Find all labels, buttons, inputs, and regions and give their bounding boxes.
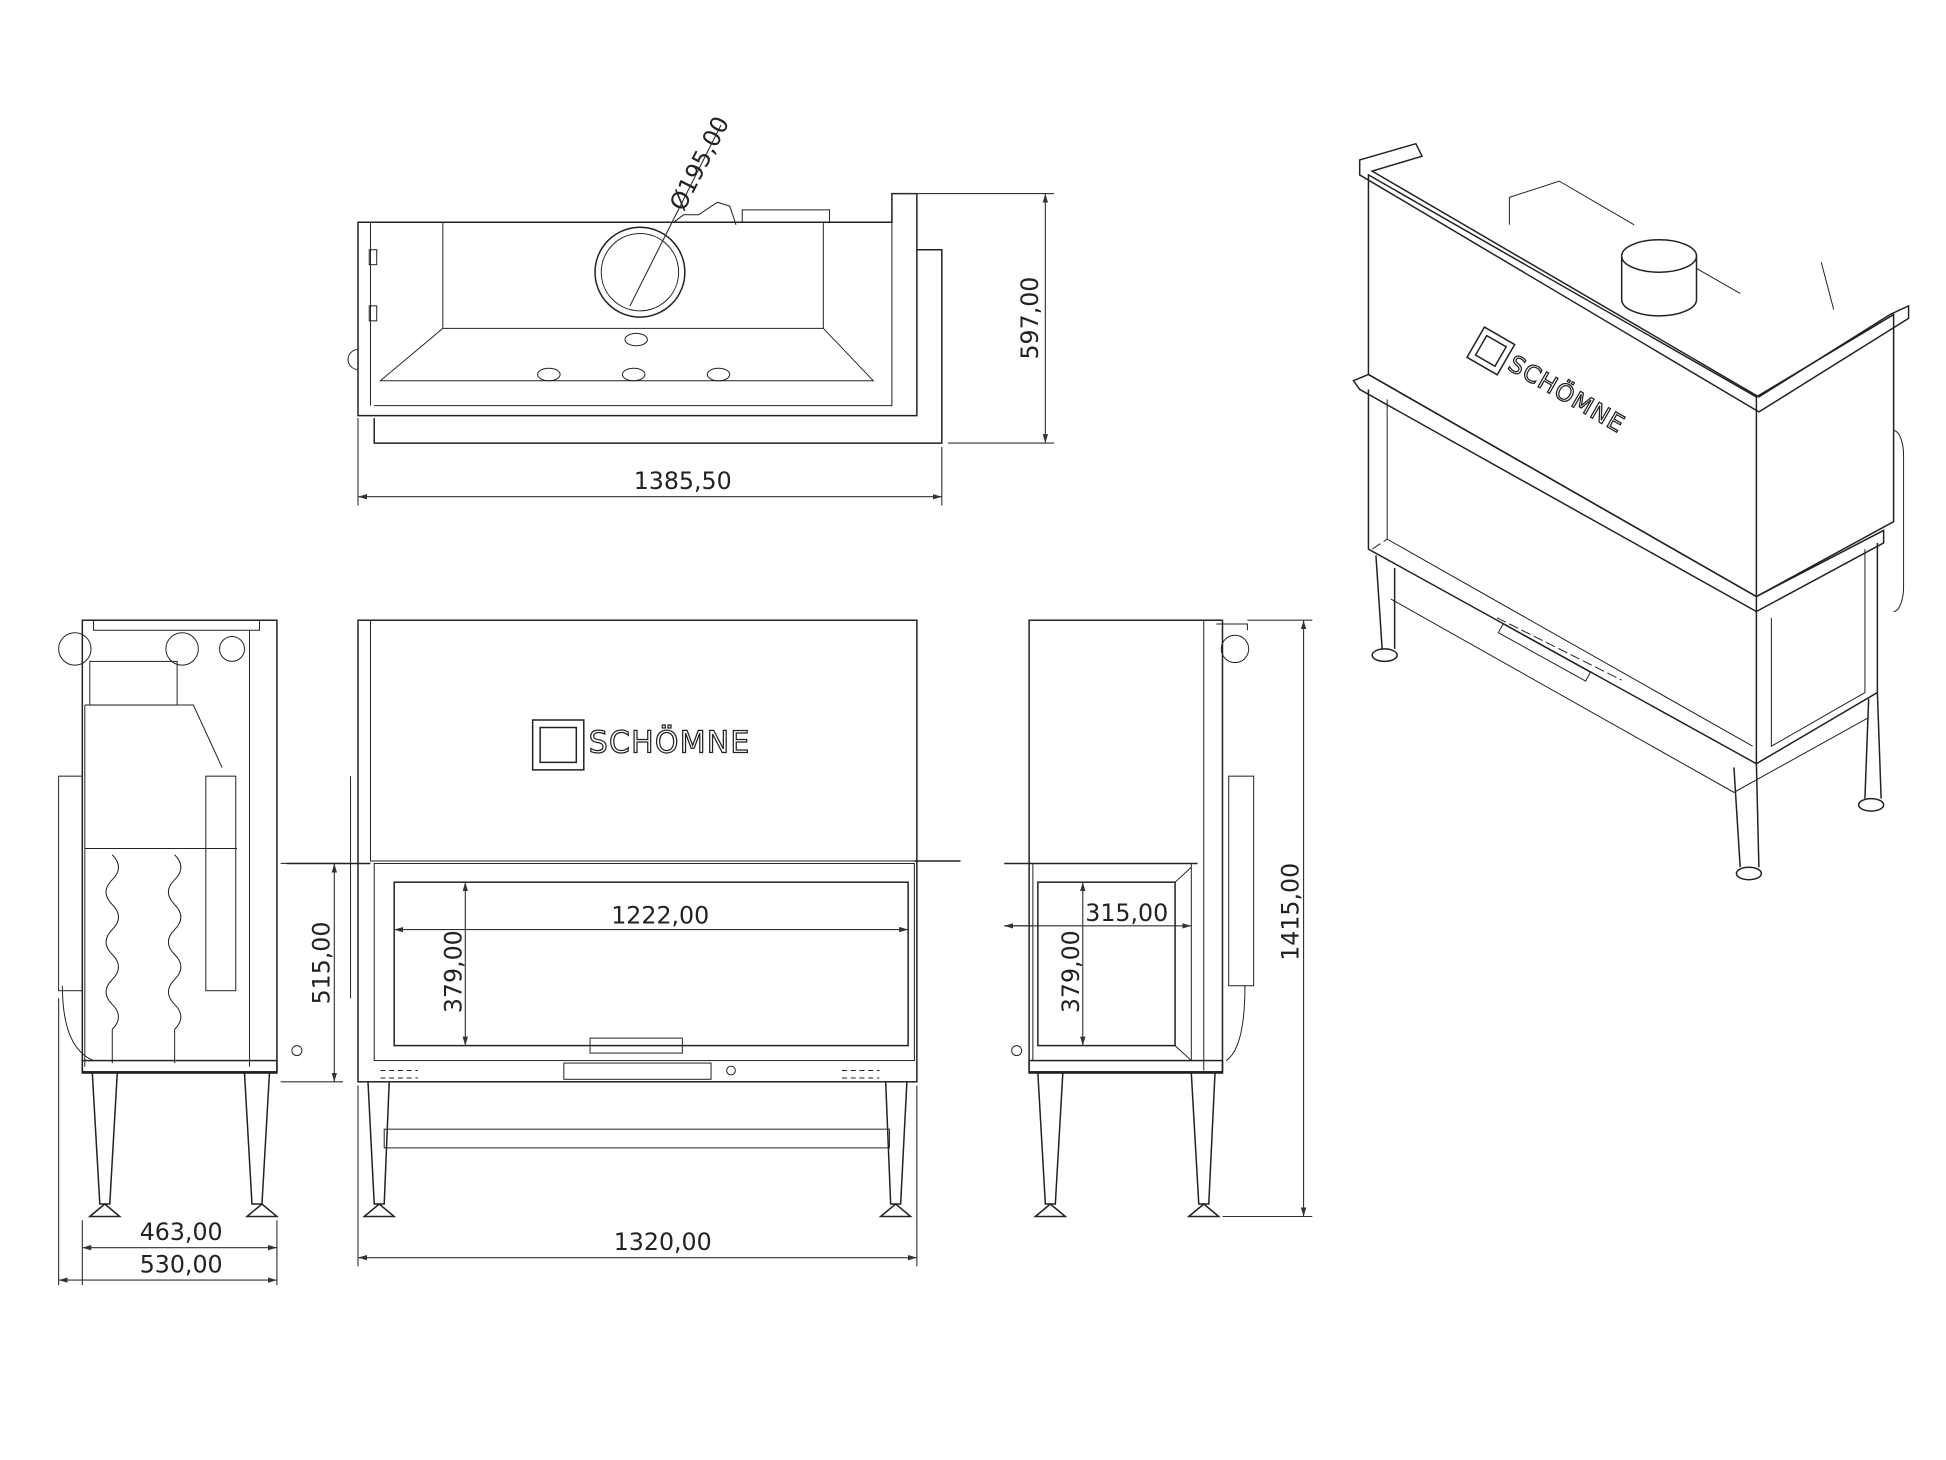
iso-brand-logo: SCHÖMNE	[1465, 326, 1631, 439]
front-view: SCHÖMNE 1222,00 379,00 1320,00	[286, 619, 961, 1267]
brand-logo: SCHÖMNE	[531, 719, 751, 771]
glass-height-dimension: 379,00	[440, 930, 468, 1013]
inner-depth-dimension: 463,00	[140, 1218, 223, 1246]
outer-depth-dimension: 530,00	[140, 1251, 223, 1279]
side-glass-width-dimension: 315,00	[1085, 899, 1168, 927]
flue-outlet	[594, 226, 686, 318]
total-width-dimension: 1320,00	[614, 1228, 712, 1256]
left-side-view: 463,00 530,00 515,00	[58, 619, 344, 1286]
flue-diameter-label: Ø195,00	[664, 112, 735, 215]
svg-text:SCHÖMNE: SCHÖMNE	[589, 724, 751, 760]
top-view: Ø195,00 597,00 1385,50	[347, 112, 1055, 506]
width-dimension: 1385,50	[634, 467, 732, 495]
door-height-dimension: 515,00	[307, 922, 335, 1005]
svg-text:SCHÖMNE: SCHÖMNE	[1504, 350, 1630, 439]
glass-width-dimension: 1222,00	[611, 901, 709, 929]
right-side-view: 315,00 379,00 1415,00	[1004, 619, 1313, 1218]
side-glass-height-dimension: 379,00	[1057, 930, 1085, 1013]
total-height-dimension: 1415,00	[1277, 863, 1305, 961]
isometric-view: SCHÖMNE	[1352, 142, 1910, 881]
depth-dimension: 597,00	[1016, 277, 1044, 360]
